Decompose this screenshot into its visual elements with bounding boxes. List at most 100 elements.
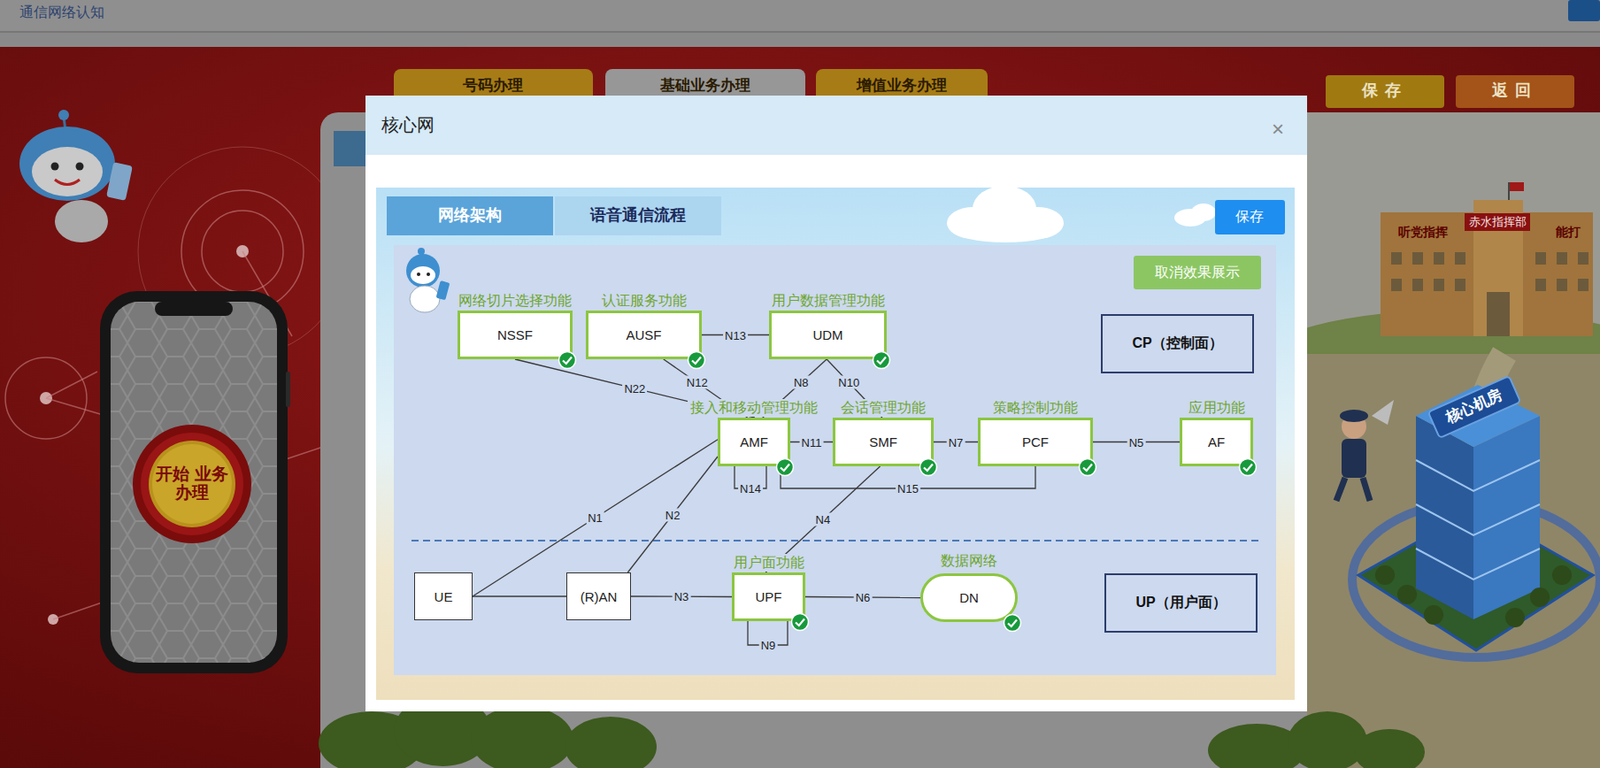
check-circle (559, 352, 577, 370)
tab-label: 语音通信流程 (590, 206, 686, 226)
function-heading: 用户数据管理功能 (769, 292, 888, 310)
interface-label: N22 (622, 382, 647, 396)
check-badge (775, 457, 795, 477)
function-heading: 会话管理功能 (838, 399, 929, 417)
check-circle (873, 352, 891, 370)
check-badge (918, 457, 939, 477)
check-circle (776, 459, 794, 477)
mascot-robot (19, 109, 133, 243)
function-box: 会话管理功能SMF (832, 417, 934, 467)
node-name: UE (434, 589, 454, 605)
interface-label: N15 (895, 482, 921, 496)
function-heading: 用户面功能 (730, 553, 808, 572)
interface-line (627, 456, 718, 573)
button-label: 取消效果展示 (1154, 263, 1240, 281)
check-tick (692, 357, 701, 365)
building-sign: 赤水指挥部 (1469, 215, 1527, 230)
right-scene (1256, 112, 1600, 768)
interface-label: N13 (723, 328, 748, 342)
node-name: DN (959, 590, 979, 606)
function-box: 网络切片选择功能NSSF (457, 310, 573, 360)
device-box: (R)AN (566, 572, 631, 621)
gap-strip (0, 32, 1600, 48)
button-label: 保存 (1235, 207, 1264, 225)
check-badge (790, 612, 810, 632)
interface-label: N3 (672, 590, 692, 604)
function-heading: 网络切片选择功能 (455, 292, 575, 310)
check-tick (780, 464, 790, 472)
core-tower (1352, 376, 1600, 658)
check-badge (686, 350, 707, 370)
node-name: SMF (869, 434, 898, 450)
check-badge (1002, 613, 1023, 633)
function-box: 认证服务功能AUSF (585, 310, 702, 360)
check-circle (1239, 459, 1257, 477)
interface-label: N6 (853, 591, 873, 605)
interface-label: N9 (759, 638, 778, 653)
check-badge (871, 350, 892, 370)
check-tick (1243, 464, 1253, 472)
device-box: UE (414, 572, 473, 621)
interface-label: N5 (1127, 435, 1147, 449)
check-tick (876, 357, 886, 365)
interface-label: N1 (585, 511, 605, 525)
function-box: 用户数据管理功能UDM (769, 310, 887, 360)
interface-line (472, 595, 567, 597)
interface-label: N12 (684, 376, 710, 390)
check-badge (1238, 457, 1258, 477)
check-badge (1077, 457, 1098, 477)
node-name: UP（用户面） (1135, 593, 1226, 613)
tower-sign: 核心机房 (1443, 386, 1506, 428)
check-tick (1083, 464, 1093, 472)
node-name: (R)AN (580, 589, 618, 605)
check-tick (923, 464, 933, 472)
back-panel-tab (333, 130, 370, 167)
interface-label: N2 (663, 507, 683, 522)
dialog-title: 核心网 (381, 114, 435, 136)
red-ground (0, 46, 1600, 768)
check-circle (688, 352, 706, 370)
function-heading: 应用功能 (1185, 399, 1248, 417)
check-circle (920, 459, 938, 477)
plane-box: UP（用户面） (1104, 573, 1258, 633)
policeman (1336, 400, 1394, 501)
interface-label: N10 (836, 376, 862, 390)
modal (365, 95, 1308, 712)
top-bar (0, 0, 1600, 32)
plane-box: CP（控制面） (1100, 314, 1254, 374)
interface-label: N8 (792, 376, 811, 390)
node-name: NSSF (497, 327, 533, 343)
node-name: UPF (755, 589, 783, 605)
building-slogan: 能打 (1555, 224, 1581, 240)
return-button (1455, 75, 1575, 108)
app-title: 通信网络认知 (19, 3, 105, 21)
check-tick (795, 619, 805, 627)
node-name: CP（控制面） (1131, 334, 1223, 354)
save-button (1325, 75, 1445, 108)
function-heading: 接入和移动管理功能 (687, 399, 821, 417)
phone (100, 291, 291, 674)
start-button-label: 开始 业务办理 (154, 465, 230, 503)
function-box: 策略控制功能PCF (977, 417, 1093, 467)
button-label: 保存 (1361, 81, 1408, 101)
check-circle (1004, 615, 1022, 632)
node-name: AUSF (625, 327, 662, 343)
check-circle (1079, 459, 1097, 477)
function-box: 用户面功能UPF (731, 572, 806, 622)
mini-robot (406, 247, 450, 313)
function-box: 接入和移动管理功能AMF (717, 417, 791, 467)
button-label: 返回 (1492, 81, 1539, 101)
interface-label: N7 (946, 435, 966, 449)
interface-label: N4 (814, 513, 833, 527)
node-name: UDM (812, 327, 843, 343)
check-tick (562, 357, 572, 365)
check-circle (792, 614, 809, 631)
tab-label: 网络架构 (438, 206, 502, 226)
top-button (1568, 0, 1600, 22)
back-panel (320, 112, 1314, 768)
function-box: 应用功能AF (1179, 417, 1254, 467)
node-name: AF (1207, 434, 1225, 450)
